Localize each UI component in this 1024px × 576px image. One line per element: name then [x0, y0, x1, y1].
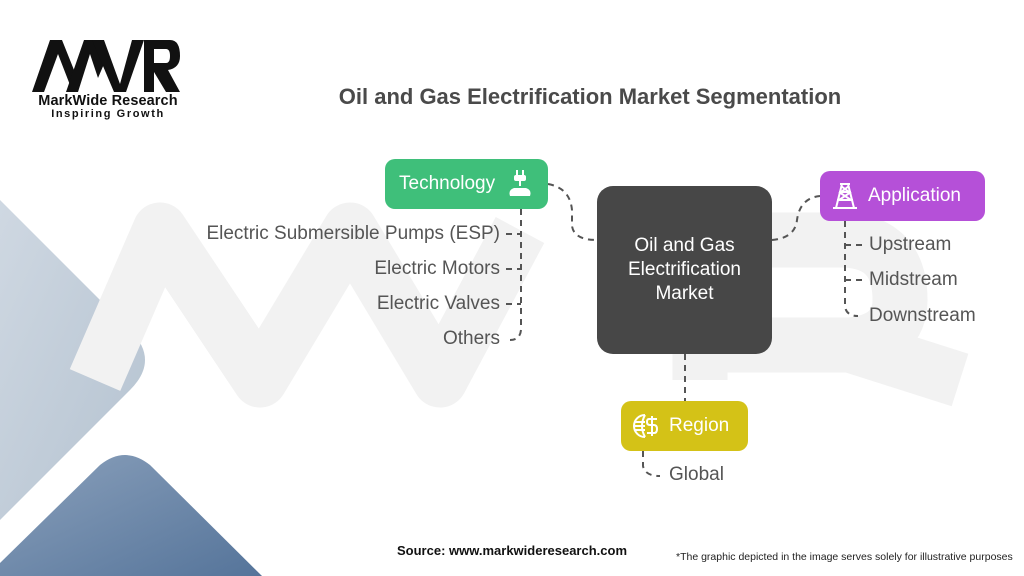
center-label: Oil and Gas Electrification Market: [628, 235, 741, 304]
technology-node[interactable]: Technology: [385, 159, 548, 209]
brand-name: MarkWide Research: [38, 93, 178, 109]
decorative-background-shape-dark: [0, 455, 262, 576]
source-credit: Source: www.markwideresearch.com: [397, 543, 628, 558]
brand-tagline: Inspiring Growth: [51, 108, 165, 120]
technology-item-electric-valves: Electric Valves: [376, 293, 500, 314]
technology-item-others: Others: [442, 328, 500, 349]
region-label: Region: [669, 415, 730, 436]
page-title: Oil and Gas Electrification Market Segme…: [338, 84, 842, 109]
oil-rig-tower-icon: [833, 183, 857, 209]
application-label: Application: [868, 185, 961, 206]
application-item-upstream: Upstream: [869, 234, 952, 255]
technology-item-esp: Electric Submersible Pumps (ESP): [206, 223, 500, 244]
globe-currency-icon: [633, 414, 659, 438]
technology-item-electric-motors: Electric Motors: [374, 258, 500, 279]
center-node-market[interactable]: Oil and Gas Electrification Market: [597, 186, 772, 354]
region-node[interactable]: Region: [621, 401, 748, 451]
application-item-midstream: Midstream: [869, 269, 958, 290]
technology-label: Technology: [399, 173, 496, 194]
region-item-global: Global: [669, 464, 724, 485]
markwide-research-logo: MarkWide Research Inspiring Growth: [28, 40, 188, 122]
electric-plug-icon: [509, 170, 531, 196]
application-node[interactable]: Application: [820, 171, 985, 221]
application-item-downstream: Downstream: [869, 305, 976, 326]
disclaimer-note: *The graphic depicted in the image serve…: [676, 551, 1013, 563]
mwr-logo-mark-icon: [32, 40, 180, 92]
